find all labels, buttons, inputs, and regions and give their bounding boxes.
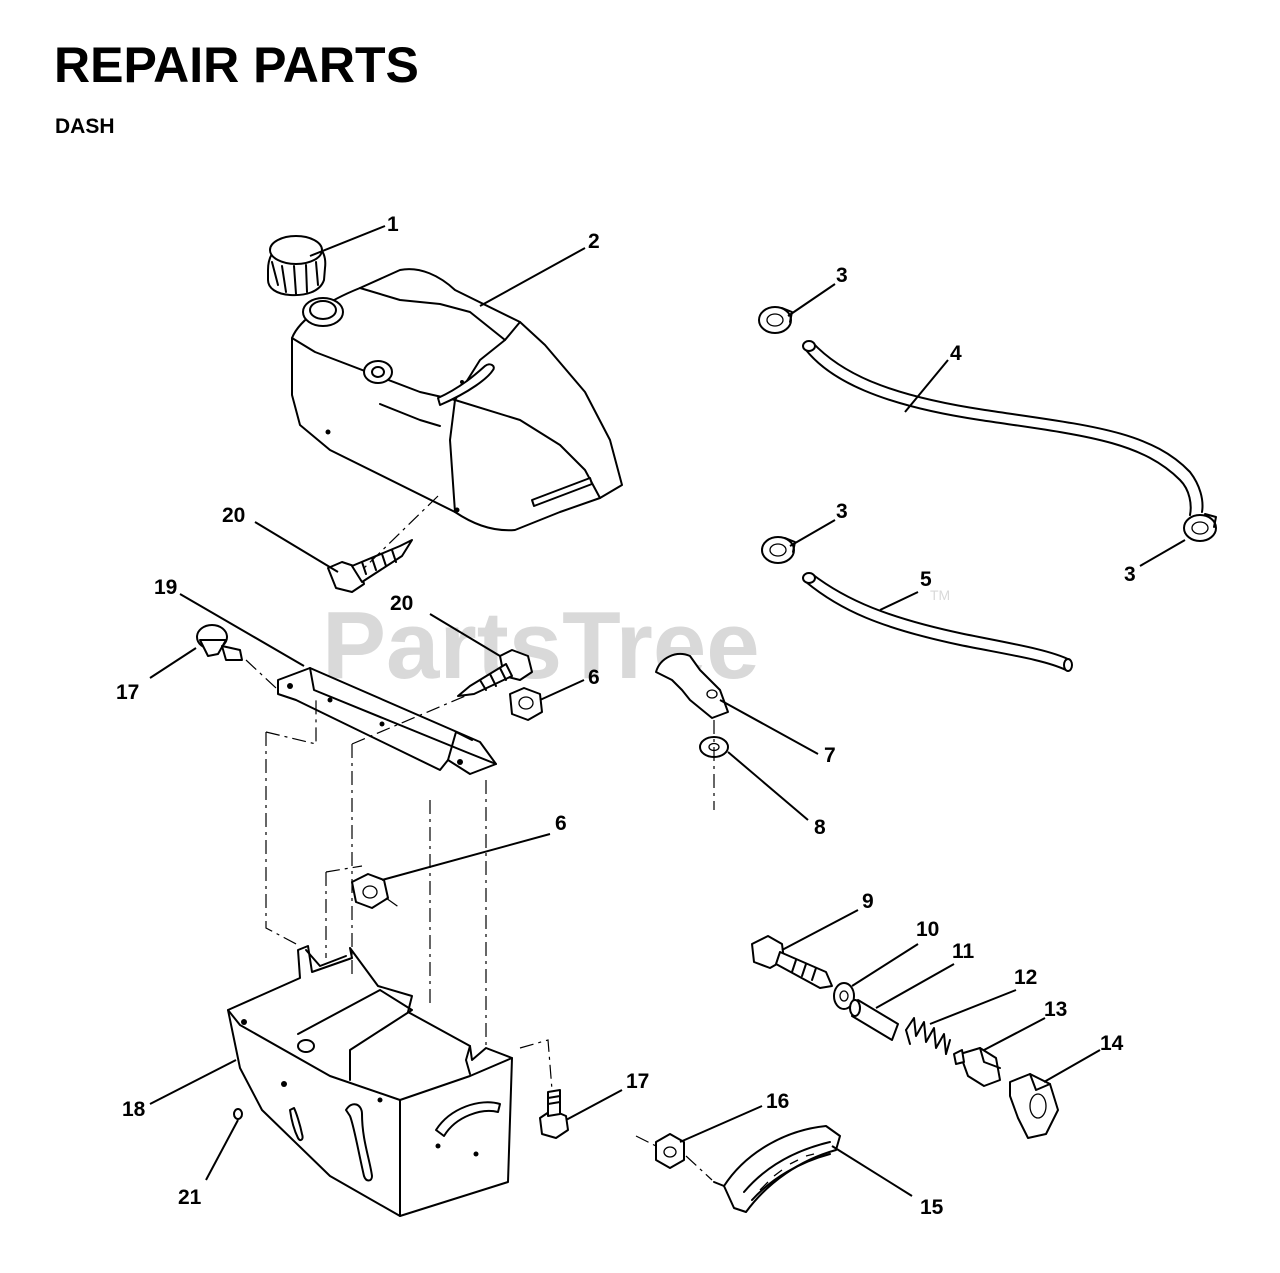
callout-11: 11 xyxy=(952,940,975,963)
callout-20: 20 xyxy=(390,592,413,615)
callout-18: 18 xyxy=(122,1098,146,1121)
watermark-tm: TM xyxy=(930,587,950,603)
callout-3: 3 xyxy=(1124,563,1136,586)
part-14-knob[interactable] xyxy=(1009,1073,1059,1139)
part-16-nut[interactable] xyxy=(655,1133,685,1169)
part-12-spring[interactable] xyxy=(905,1017,951,1055)
callout-numbers: 1 2 3 4 3 3 5 20 19 20 17 6 7 8 6 9 10 1… xyxy=(116,213,1136,1219)
part-3-hose-clamp-right[interactable] xyxy=(1183,513,1217,542)
part-5-fuel-hose-short[interactable] xyxy=(802,572,1073,672)
callout-10: 10 xyxy=(916,918,939,941)
callout-16: 16 xyxy=(766,1090,789,1113)
callout-21: 21 xyxy=(178,1186,202,1209)
callout-6: 6 xyxy=(588,666,600,689)
section-subtitle: DASH xyxy=(55,115,115,138)
callout-2: 2 xyxy=(588,230,600,253)
part-9-bolt[interactable] xyxy=(751,935,833,989)
page-title: REPAIR PARTS xyxy=(54,37,419,93)
callout-17: 17 xyxy=(626,1070,649,1093)
part-17-bolt-upper[interactable] xyxy=(196,624,243,661)
part-1-fuel-cap[interactable] xyxy=(267,235,327,297)
part-11-spacer[interactable] xyxy=(849,999,899,1041)
callout-9: 9 xyxy=(862,890,874,913)
callout-19: 19 xyxy=(154,576,177,599)
part-7-hose-clip[interactable] xyxy=(655,653,729,719)
part-3-hose-clamp-top[interactable] xyxy=(758,306,793,334)
part-4-fuel-hose-long[interactable] xyxy=(802,340,1204,516)
part-20-screw-lower[interactable] xyxy=(457,649,533,697)
callout-20: 20 xyxy=(222,504,245,527)
callout-3: 3 xyxy=(836,500,848,523)
part-19-bracket[interactable] xyxy=(277,667,497,775)
callout-14: 14 xyxy=(1100,1032,1124,1055)
part-15-quadrant-plate[interactable] xyxy=(713,1125,841,1213)
callout-6: 6 xyxy=(555,812,567,835)
callout-7: 7 xyxy=(824,744,836,767)
part-18-dash-panel[interactable] xyxy=(227,945,513,1217)
callout-3: 3 xyxy=(836,264,848,287)
callout-17: 17 xyxy=(116,681,139,704)
part-10-washer[interactable] xyxy=(833,982,855,1010)
callout-15: 15 xyxy=(920,1196,944,1219)
callout-4: 4 xyxy=(950,342,962,365)
leader-lines xyxy=(149,225,1186,1197)
callout-12: 12 xyxy=(1014,966,1037,989)
part-6-nut-lower[interactable] xyxy=(351,873,389,909)
part-20-screw-upper[interactable] xyxy=(327,539,413,593)
part-3-hose-clamp-mid[interactable] xyxy=(761,536,796,564)
part-21-pin[interactable] xyxy=(233,1108,243,1120)
callout-8: 8 xyxy=(814,816,826,839)
callout-13: 13 xyxy=(1044,998,1067,1021)
part-2-fuel-tank[interactable] xyxy=(291,268,623,532)
part-17-bolt-lower[interactable] xyxy=(539,1089,569,1139)
callout-5: 5 xyxy=(920,568,932,591)
part-13-latch[interactable] xyxy=(953,1047,1001,1087)
part-6-nut-upper[interactable] xyxy=(509,687,543,721)
alignment-lines xyxy=(245,495,715,1181)
callout-1: 1 xyxy=(387,213,399,236)
